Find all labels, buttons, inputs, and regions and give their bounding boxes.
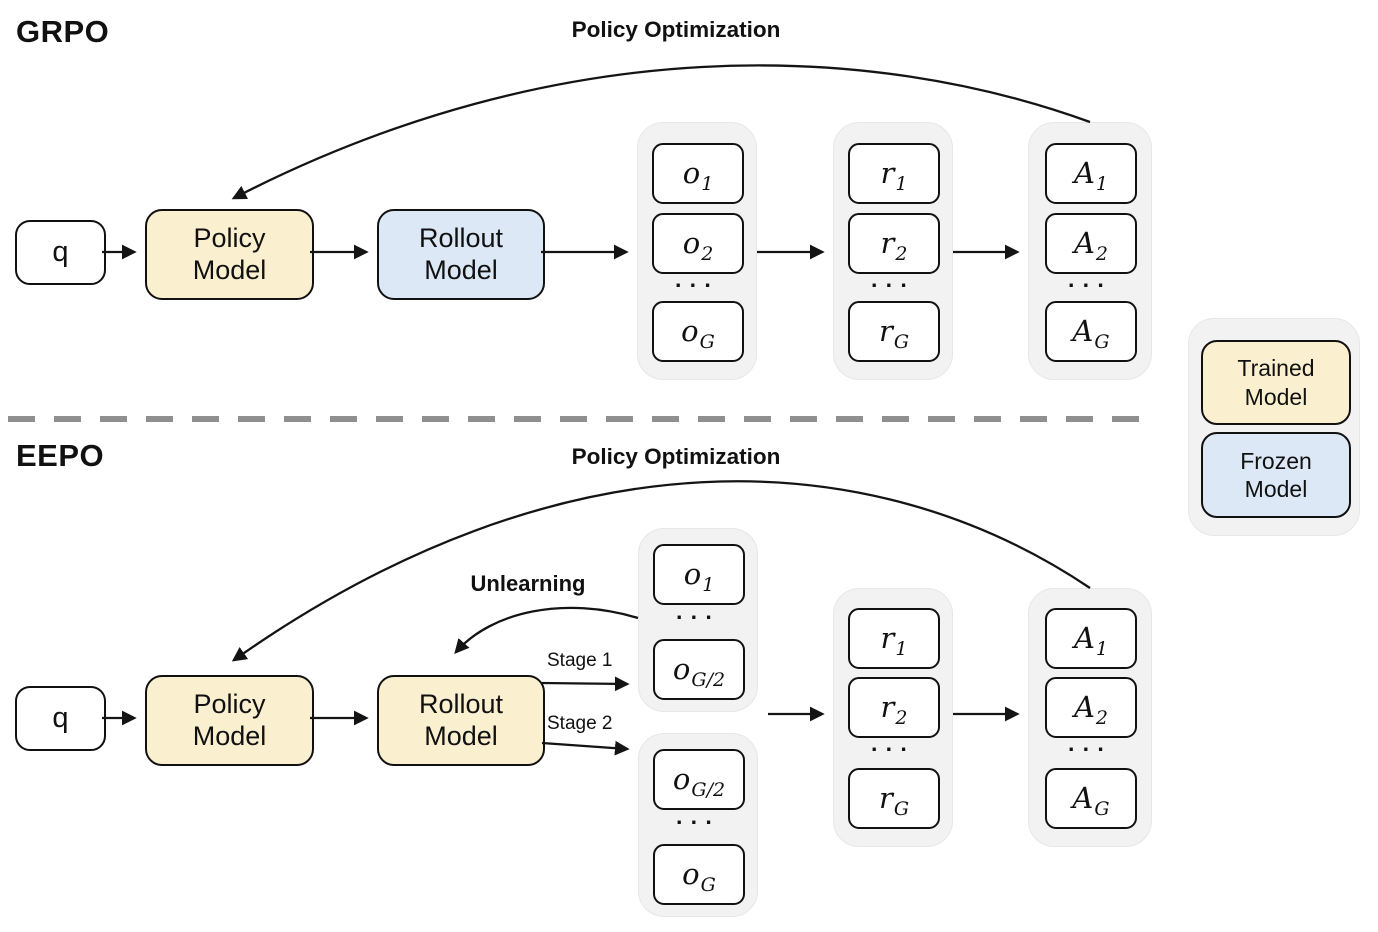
grpo-section-title: GRPO — [16, 14, 110, 49]
eepo-unlearning-label: Unlearning — [470, 571, 586, 596]
eepo-unlearning-arrow — [454, 606, 639, 654]
grpo-rollout-model-box: Rollout Model — [377, 209, 545, 300]
eepo-rewards-panel: r1 r2 ··· rG — [833, 588, 953, 847]
grpo-reward-box-1: r1 — [848, 143, 940, 204]
legend-frozen-model-box: Frozen Model — [1201, 432, 1351, 518]
grpo-outputs-ellipsis: ··· — [675, 272, 719, 298]
grpo-policy-model-box: Policy Model — [145, 209, 314, 300]
eepo-stage1-label: Stage 1 — [547, 650, 613, 671]
eepo-section-title: EEPO — [16, 438, 105, 473]
eepo-stage2-label: Stage 2 — [547, 713, 613, 734]
eepo-advantage-box-G: AG — [1045, 768, 1137, 829]
legend-panel: Trained Model Frozen Model — [1188, 318, 1360, 536]
eepo-stage2-output-box-G2: oG/2 — [653, 749, 745, 810]
eepo-stage2-output-box-G: oG — [653, 844, 745, 905]
grpo-output-box-G: oG — [652, 301, 744, 362]
grpo-advantage-box-1: A1 — [1045, 143, 1137, 204]
eepo-rollout-model-label: Rollout Model — [418, 688, 504, 751]
eepo-stage1-outputs-panel: o1 ··· oG/2 — [638, 528, 758, 712]
legend-trained-model-label: Trained Model — [1237, 355, 1315, 410]
legend-frozen-model-label: Frozen Model — [1240, 447, 1312, 502]
legend-trained-model-box: Trained Model — [1201, 340, 1351, 425]
grpo-advantages-panel: A1 A2 ··· AG — [1028, 122, 1152, 380]
eepo-stage2-outputs-panel: oG/2 ··· oG — [638, 733, 758, 917]
eepo-rewards-ellipsis: ··· — [871, 736, 915, 762]
eepo-advantage-box-2: A2 — [1045, 677, 1137, 738]
grpo-output-box-1: o1 — [652, 143, 744, 204]
grpo-policy-model-label: Policy Model — [192, 222, 267, 285]
grpo-advantage-box-G: AG — [1045, 301, 1137, 362]
eepo-policy-model-label: Policy Model — [192, 688, 267, 751]
eepo-reward-box-G: rG — [848, 768, 940, 829]
eepo-stage1-outputs-ellipsis: ··· — [676, 604, 720, 630]
eepo-policy-model-box: Policy Model — [145, 675, 314, 766]
grpo-query-box: q — [15, 220, 106, 285]
grpo-reward-box-2: r2 — [848, 213, 940, 274]
eepo-stage1-output-box-G2: oG/2 — [653, 639, 745, 700]
grpo-rewards-ellipsis: ··· — [871, 272, 915, 298]
eepo-query-label: q — [52, 702, 69, 734]
eepo-stage1-output-box-1: o1 — [653, 544, 745, 605]
grpo-output-box-2: o2 — [652, 213, 744, 274]
grpo-rewards-panel: r1 r2 ··· rG — [833, 122, 953, 380]
eepo-advantages-ellipsis: ··· — [1068, 736, 1112, 762]
eepo-stage2-outputs-ellipsis: ··· — [676, 809, 720, 835]
grpo-rollout-model-label: Rollout Model — [418, 222, 504, 285]
grpo-outputs-panel: o1 o2 ··· oG — [637, 122, 757, 380]
eepo-advantage-box-1: A1 — [1045, 608, 1137, 669]
eepo-query-box: q — [15, 686, 106, 751]
eepo-policy-optimization-label: Policy Optimization — [571, 444, 781, 469]
eepo-reward-box-2: r2 — [848, 677, 940, 738]
grpo-reward-box-G: rG — [848, 301, 940, 362]
grpo-advantages-ellipsis: ··· — [1068, 272, 1112, 298]
eepo-rollout-model-box: Rollout Model — [377, 675, 545, 766]
grpo-query-label: q — [52, 236, 69, 268]
grpo-advantage-box-2: A2 — [1045, 213, 1137, 274]
eepo-reward-box-1: r1 — [848, 608, 940, 669]
eepo-stage1-arrow — [541, 676, 630, 692]
eepo-stage2-arrow — [541, 740, 630, 756]
eepo-advantages-panel: A1 A2 ··· AG — [1028, 588, 1152, 847]
grpo-policy-optimization-label: Policy Optimization — [571, 17, 781, 42]
